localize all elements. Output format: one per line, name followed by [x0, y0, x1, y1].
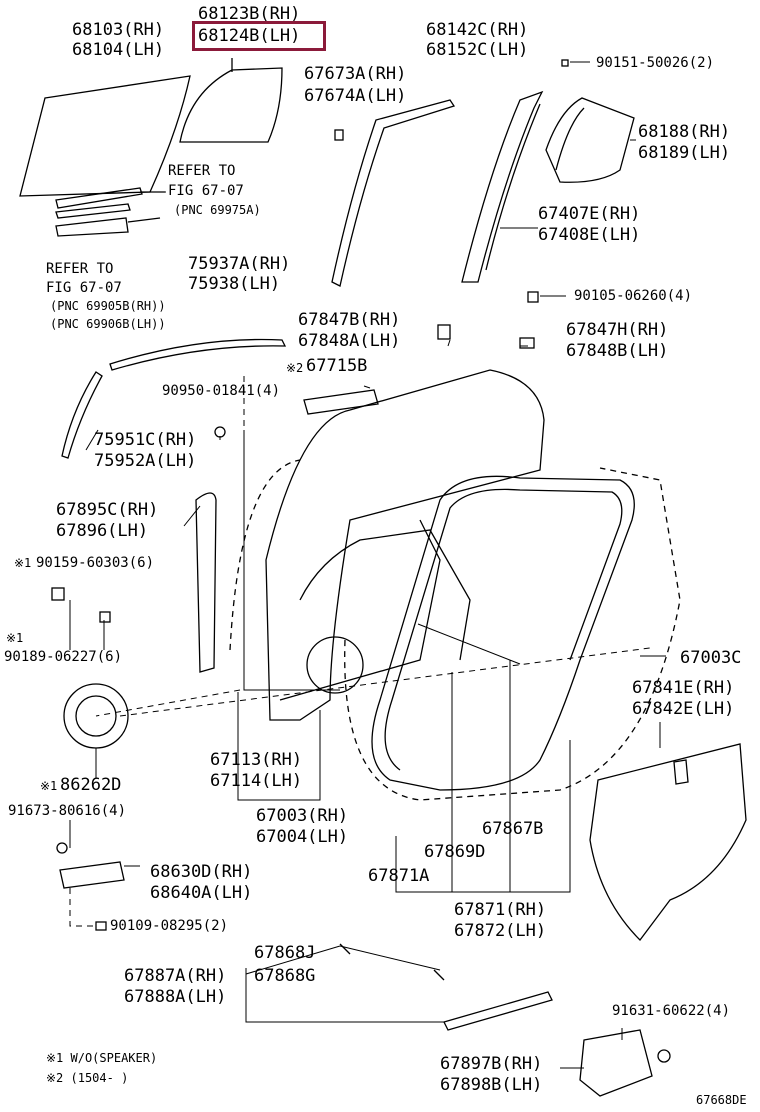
- part-number-68630d: 68630D(RH): [150, 862, 253, 882]
- part-number-67888a: 67888A(LH): [124, 987, 227, 1007]
- part-number-68104: 68104(LH): [72, 40, 165, 60]
- part-number-67848b: 67848B(LH): [566, 341, 669, 361]
- part-number-90151: 90151-50026(2): [596, 55, 715, 71]
- part-number-67869d: 67869D: [424, 842, 486, 862]
- door-channel: [331, 99, 456, 287]
- part-number-67898b: 67898B(LH): [440, 1075, 543, 1095]
- rear-seal: [195, 492, 217, 673]
- part-number-67868g: 67868G: [254, 966, 316, 986]
- part-number-67113: 67113(RH): [210, 750, 303, 770]
- part-number-67871: 67871(RH): [454, 900, 547, 920]
- part-number-67847b: 67847B(RH): [298, 310, 401, 330]
- highlight-box: [192, 21, 326, 51]
- body-outline: [344, 467, 681, 801]
- footnote-2: ※2 (1504- ): [46, 1071, 129, 1085]
- part-number-67715b: 67715B: [306, 356, 368, 376]
- part-number-67847h: 67847H(RH): [566, 320, 669, 340]
- refer-to-text-1: REFER TO: [168, 163, 236, 179]
- note-mark-1a: ※1: [14, 556, 32, 570]
- part-number-67003c: 67003C: [680, 648, 742, 668]
- pillar-garnish: [61, 371, 103, 459]
- part-number-67868j: 67868J: [254, 943, 316, 963]
- part-number-68640a: 68640A(LH): [150, 883, 253, 903]
- quarter-glass-small: [179, 67, 283, 143]
- refer-fig-text-2: FIG 67-07: [46, 280, 122, 296]
- lower-moulding: [443, 991, 553, 1031]
- lower-bracket: [579, 1029, 653, 1097]
- part-number-75952a: 75952A(LH): [94, 451, 197, 471]
- weatherstrip: [371, 475, 635, 791]
- part-number-67003: 67003(RH): [256, 806, 349, 826]
- part-number-68142c: 68142C(RH): [426, 20, 529, 40]
- part-number-67867b: 67867B: [482, 819, 544, 839]
- part-number-90189: 90189-06227(6): [4, 649, 123, 665]
- part-number-68123b: 68123B(RH): [198, 4, 301, 24]
- part-number-68189: 68189(LH): [638, 143, 731, 163]
- refer-fig-text-1: FIG 67-07: [168, 183, 244, 199]
- pnc-69975a: (PNC 69975A): [174, 203, 261, 217]
- part-number-67895c: 67895C(RH): [56, 500, 159, 520]
- refer-to-text-2: REFER TO: [46, 261, 114, 277]
- footnote-1: ※1 W/O(SPEAKER): [46, 1051, 158, 1065]
- part-number-67848a: 67848A(LH): [298, 331, 401, 351]
- door-frame: [265, 369, 545, 721]
- part-number-67114: 67114(LH): [210, 771, 303, 791]
- part-number-67673a: 67673A(RH): [304, 64, 407, 84]
- part-number-90105: 90105-06260(4): [574, 288, 693, 304]
- pnc-69905b: (PNC 69905B(RH)): [50, 299, 166, 313]
- figure-code: 67668DE: [696, 1093, 747, 1107]
- part-number-67841e: 67841E(RH): [632, 678, 735, 698]
- part-number-90950: 90950-01841(4): [162, 383, 281, 399]
- part-number-75938: 75938(LH): [188, 274, 281, 294]
- part-number-67887a: 67887A(RH): [124, 966, 227, 986]
- part-number-90109: 90109-08295(2): [110, 918, 229, 934]
- part-number-86262d: 86262D: [60, 775, 122, 795]
- service-hole-cover: [589, 743, 747, 941]
- glass-run-upper: [55, 187, 143, 209]
- part-number-67674a: 67674A(LH): [304, 86, 407, 106]
- part-number-68188: 68188(RH): [638, 122, 731, 142]
- part-number-67871a: 67871A: [368, 866, 430, 886]
- part-number-67872: 67872(LH): [454, 921, 547, 941]
- part-number-75951c: 75951C(RH): [94, 430, 197, 450]
- part-number-75937a: 75937A(RH): [188, 254, 291, 274]
- part-number-68152c: 68152C(LH): [426, 40, 529, 60]
- part-number-67896: 67896(LH): [56, 521, 149, 541]
- note-mark-2: ※2: [286, 361, 304, 375]
- part-number-67407e: 67407E(RH): [538, 204, 641, 224]
- part-number-67842e: 67842E(LH): [632, 699, 735, 719]
- door-check: [59, 861, 125, 889]
- part-number-68124b-highlighted: 68124B(LH): [198, 26, 301, 46]
- part-number-67408e: 67408E(LH): [538, 225, 641, 245]
- part-number-91631: 91631-60622(4): [612, 1003, 731, 1019]
- part-number-67004: 67004(LH): [256, 827, 349, 847]
- part-number-91673: 91673-80616(4): [8, 803, 127, 819]
- belt-moulding: [109, 338, 287, 371]
- quarter-window-frame: [545, 97, 635, 183]
- note-mark-1b: ※1: [6, 631, 24, 645]
- note-mark-1c: ※1: [40, 779, 58, 793]
- part-number-68103: 68103(RH): [72, 20, 165, 40]
- part-number-90159: 90159-60303(6): [36, 555, 155, 571]
- quarter-glass: [19, 75, 191, 197]
- part-number-67897b: 67897B(RH): [440, 1054, 543, 1074]
- pnc-69906b: (PNC 69906B(LH)): [50, 317, 166, 331]
